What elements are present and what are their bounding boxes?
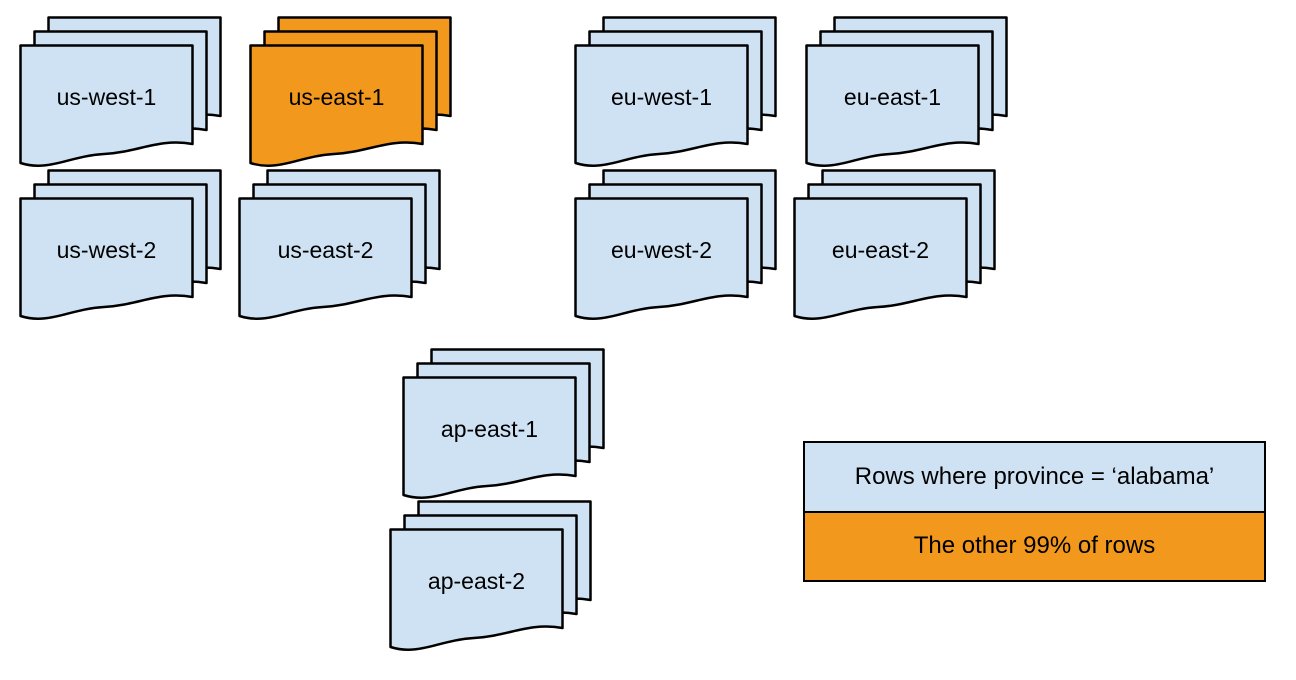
- document-stack-icon: [238, 169, 441, 320]
- region-stack-us-east-1: us-east-1: [249, 16, 452, 169]
- document-stack-icon: [574, 169, 777, 320]
- document-stack-icon: [19, 169, 222, 320]
- region-stack-ap-east-2: ap-east-2: [389, 500, 592, 653]
- legend: Rows where province = ‘alabama’ The othe…: [803, 441, 1266, 582]
- region-stack-eu-west-2: eu-west-2: [574, 169, 777, 322]
- legend-item-other-rows: The other 99% of rows: [805, 512, 1264, 580]
- document-stack-icon: [402, 348, 605, 499]
- region-stack-eu-west-1: eu-west-1: [574, 16, 777, 169]
- document-stack-icon: [805, 16, 1008, 167]
- region-stack-us-east-2: us-east-2: [238, 169, 441, 322]
- document-stack-icon: [574, 16, 777, 167]
- region-stack-eu-east-2: eu-east-2: [793, 169, 996, 322]
- document-stack-icon: [19, 16, 222, 167]
- document-stack-icon: [389, 500, 592, 651]
- region-stack-eu-east-1: eu-east-1: [805, 16, 1008, 169]
- legend-item-alabama-rows: Rows where province = ‘alabama’: [805, 443, 1264, 513]
- region-stack-ap-east-1: ap-east-1: [402, 348, 605, 501]
- legend-item-label: The other 99% of rows: [913, 532, 1156, 560]
- document-stack-icon: [793, 169, 996, 320]
- document-stack-icon: [249, 16, 452, 167]
- region-stack-us-west-1: us-west-1: [19, 16, 222, 169]
- legend-item-label: Rows where province = ‘alabama’: [854, 462, 1215, 490]
- region-stack-us-west-2: us-west-2: [19, 169, 222, 322]
